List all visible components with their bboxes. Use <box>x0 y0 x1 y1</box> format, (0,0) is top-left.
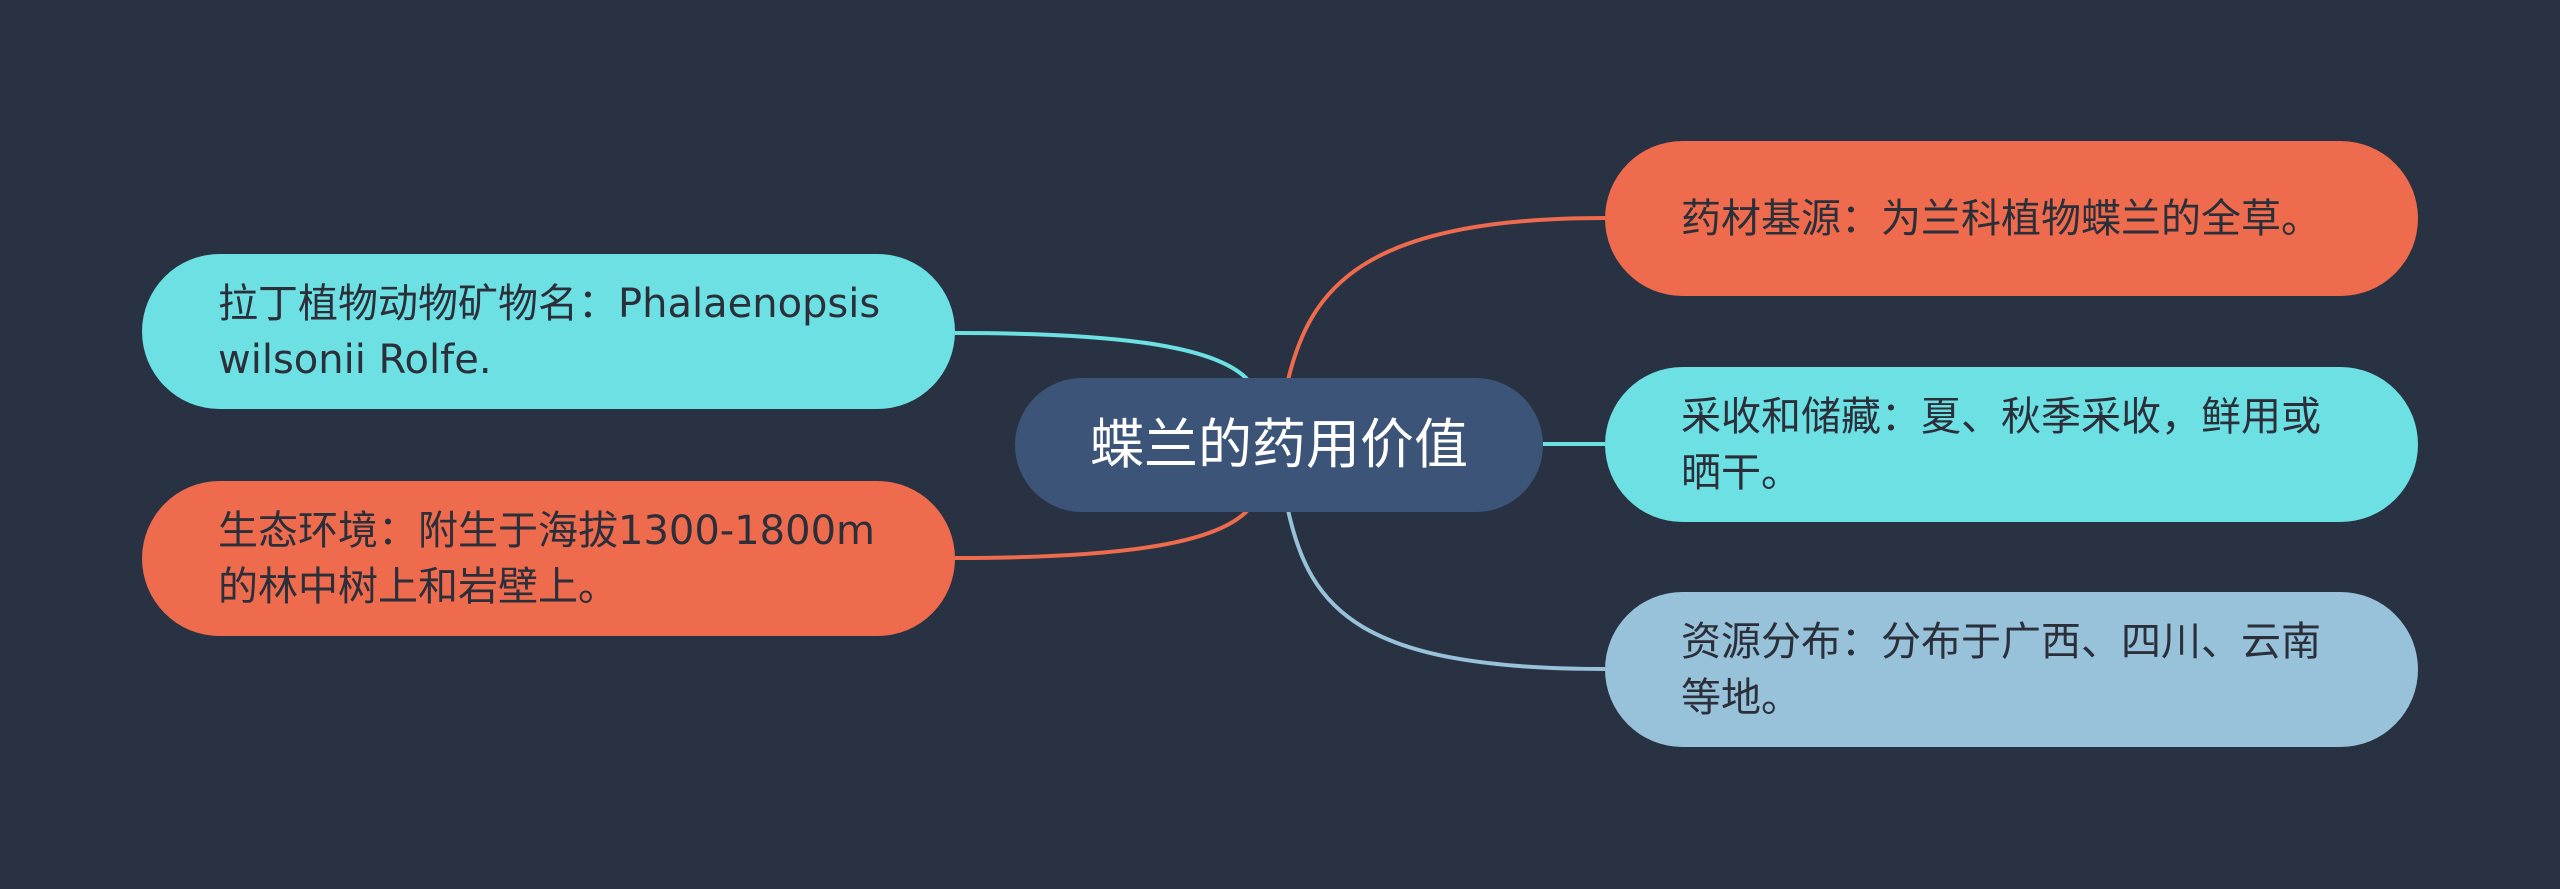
central-topic[interactable]: 蝶兰的药用价值 <box>1015 378 1543 512</box>
branch-harvest[interactable]: 采收和储藏：夏、秋季采收，鲜用或晒干。 <box>1605 367 2418 522</box>
central-topic-label: 蝶兰的药用价值 <box>1090 413 1468 476</box>
branch-latin-name[interactable]: 拉丁植物动物矿物名：Phalaenopsis wilsonii Rolfe. <box>142 254 955 409</box>
branch-source-label: 药材基源：为兰科植物蝶兰的全草。 <box>1681 195 2321 242</box>
branch-latin-name-label: 拉丁植物动物矿物名：Phalaenopsis wilsonii Rolfe. <box>218 280 881 383</box>
connector-source <box>1286 216 1606 381</box>
branch-harvest-label: 采收和储藏：夏、秋季采收，鲜用或晒干。 <box>1681 393 2321 496</box>
connector-habitat <box>954 508 1250 560</box>
branch-source[interactable]: 药材基源：为兰科植物蝶兰的全草。 <box>1605 141 2418 296</box>
branch-distribution[interactable]: 资源分布：分布于广西、四川、云南等地。 <box>1605 592 2418 747</box>
connector-latin-name <box>954 331 1250 382</box>
branch-distribution-label: 资源分布：分布于广西、四川、云南等地。 <box>1681 618 2321 721</box>
branch-habitat-label: 生态环境：附生于海拔1300-1800m的林中树上和岩壁上。 <box>218 507 875 610</box>
branch-habitat[interactable]: 生态环境：附生于海拔1300-1800m的林中树上和岩壁上。 <box>142 481 955 636</box>
connector-distribution <box>1286 509 1606 671</box>
